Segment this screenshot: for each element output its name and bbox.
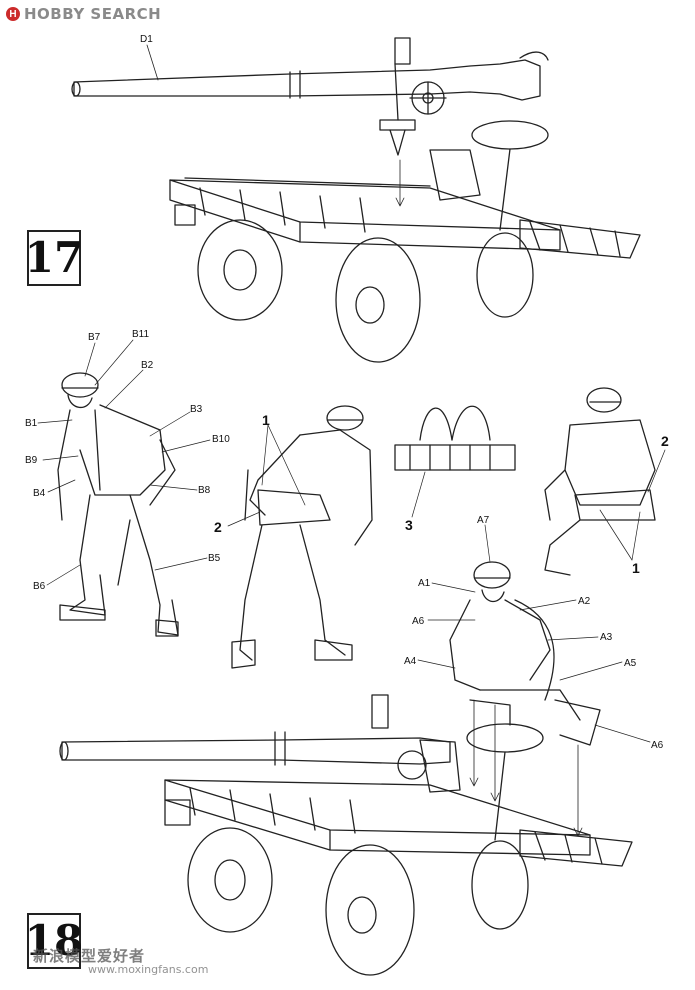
- ammo-pouch-belt: [394, 405, 516, 471]
- step-17-number: 17: [25, 230, 83, 286]
- watermark-url: www.moxingfans.com: [88, 963, 209, 976]
- label-b6: B6: [33, 581, 46, 592]
- figure-a-driver: [449, 561, 601, 746]
- callout-1-seated: 1: [632, 560, 640, 576]
- watermark-chinese: 新浪模型爱好者: [33, 947, 146, 965]
- hobby-search-logo-icon: H: [6, 7, 20, 21]
- callout-3-belt: 3: [405, 517, 413, 533]
- figure-seated-rear: [544, 387, 656, 576]
- label-a7: A7: [477, 515, 490, 526]
- callout-1-rear: 1: [262, 412, 270, 428]
- recoilless-rifle-top: [71, 37, 549, 156]
- label-b3: B3: [190, 404, 203, 415]
- label-a4: A4: [404, 656, 417, 667]
- figure-rear-soldier: [231, 405, 373, 669]
- label-a1: A1: [418, 578, 431, 589]
- label-a3: A3: [600, 632, 613, 643]
- label-b2: B2: [141, 360, 154, 371]
- mule-carrier-step18: [59, 694, 633, 976]
- label-a5: A5: [624, 658, 637, 669]
- callout-2-rear: 2: [214, 519, 222, 535]
- callout-2-seated: 2: [661, 433, 669, 449]
- step-18-number: 18: [25, 913, 83, 969]
- label-b4: B4: [33, 488, 46, 499]
- brand-logo: H HOBBY SEARCH: [6, 4, 161, 24]
- label-b8: B8: [198, 485, 211, 496]
- label-b10: B10: [212, 434, 230, 445]
- label-b9: B9: [25, 455, 38, 466]
- label-b5: B5: [208, 553, 221, 564]
- label-b11: B11: [132, 329, 149, 340]
- label-a6-bottom: A6: [651, 740, 664, 751]
- label-a2: A2: [578, 596, 591, 607]
- label-a6-top: A6: [412, 616, 425, 627]
- label-d1: D1: [140, 34, 153, 45]
- label-b7: B7: [88, 332, 101, 343]
- mule-carrier-step17: [169, 120, 641, 363]
- label-b1: B1: [25, 418, 38, 429]
- figure-b-soldier: [57, 372, 179, 637]
- brand-name: HOBBY SEARCH: [24, 5, 162, 23]
